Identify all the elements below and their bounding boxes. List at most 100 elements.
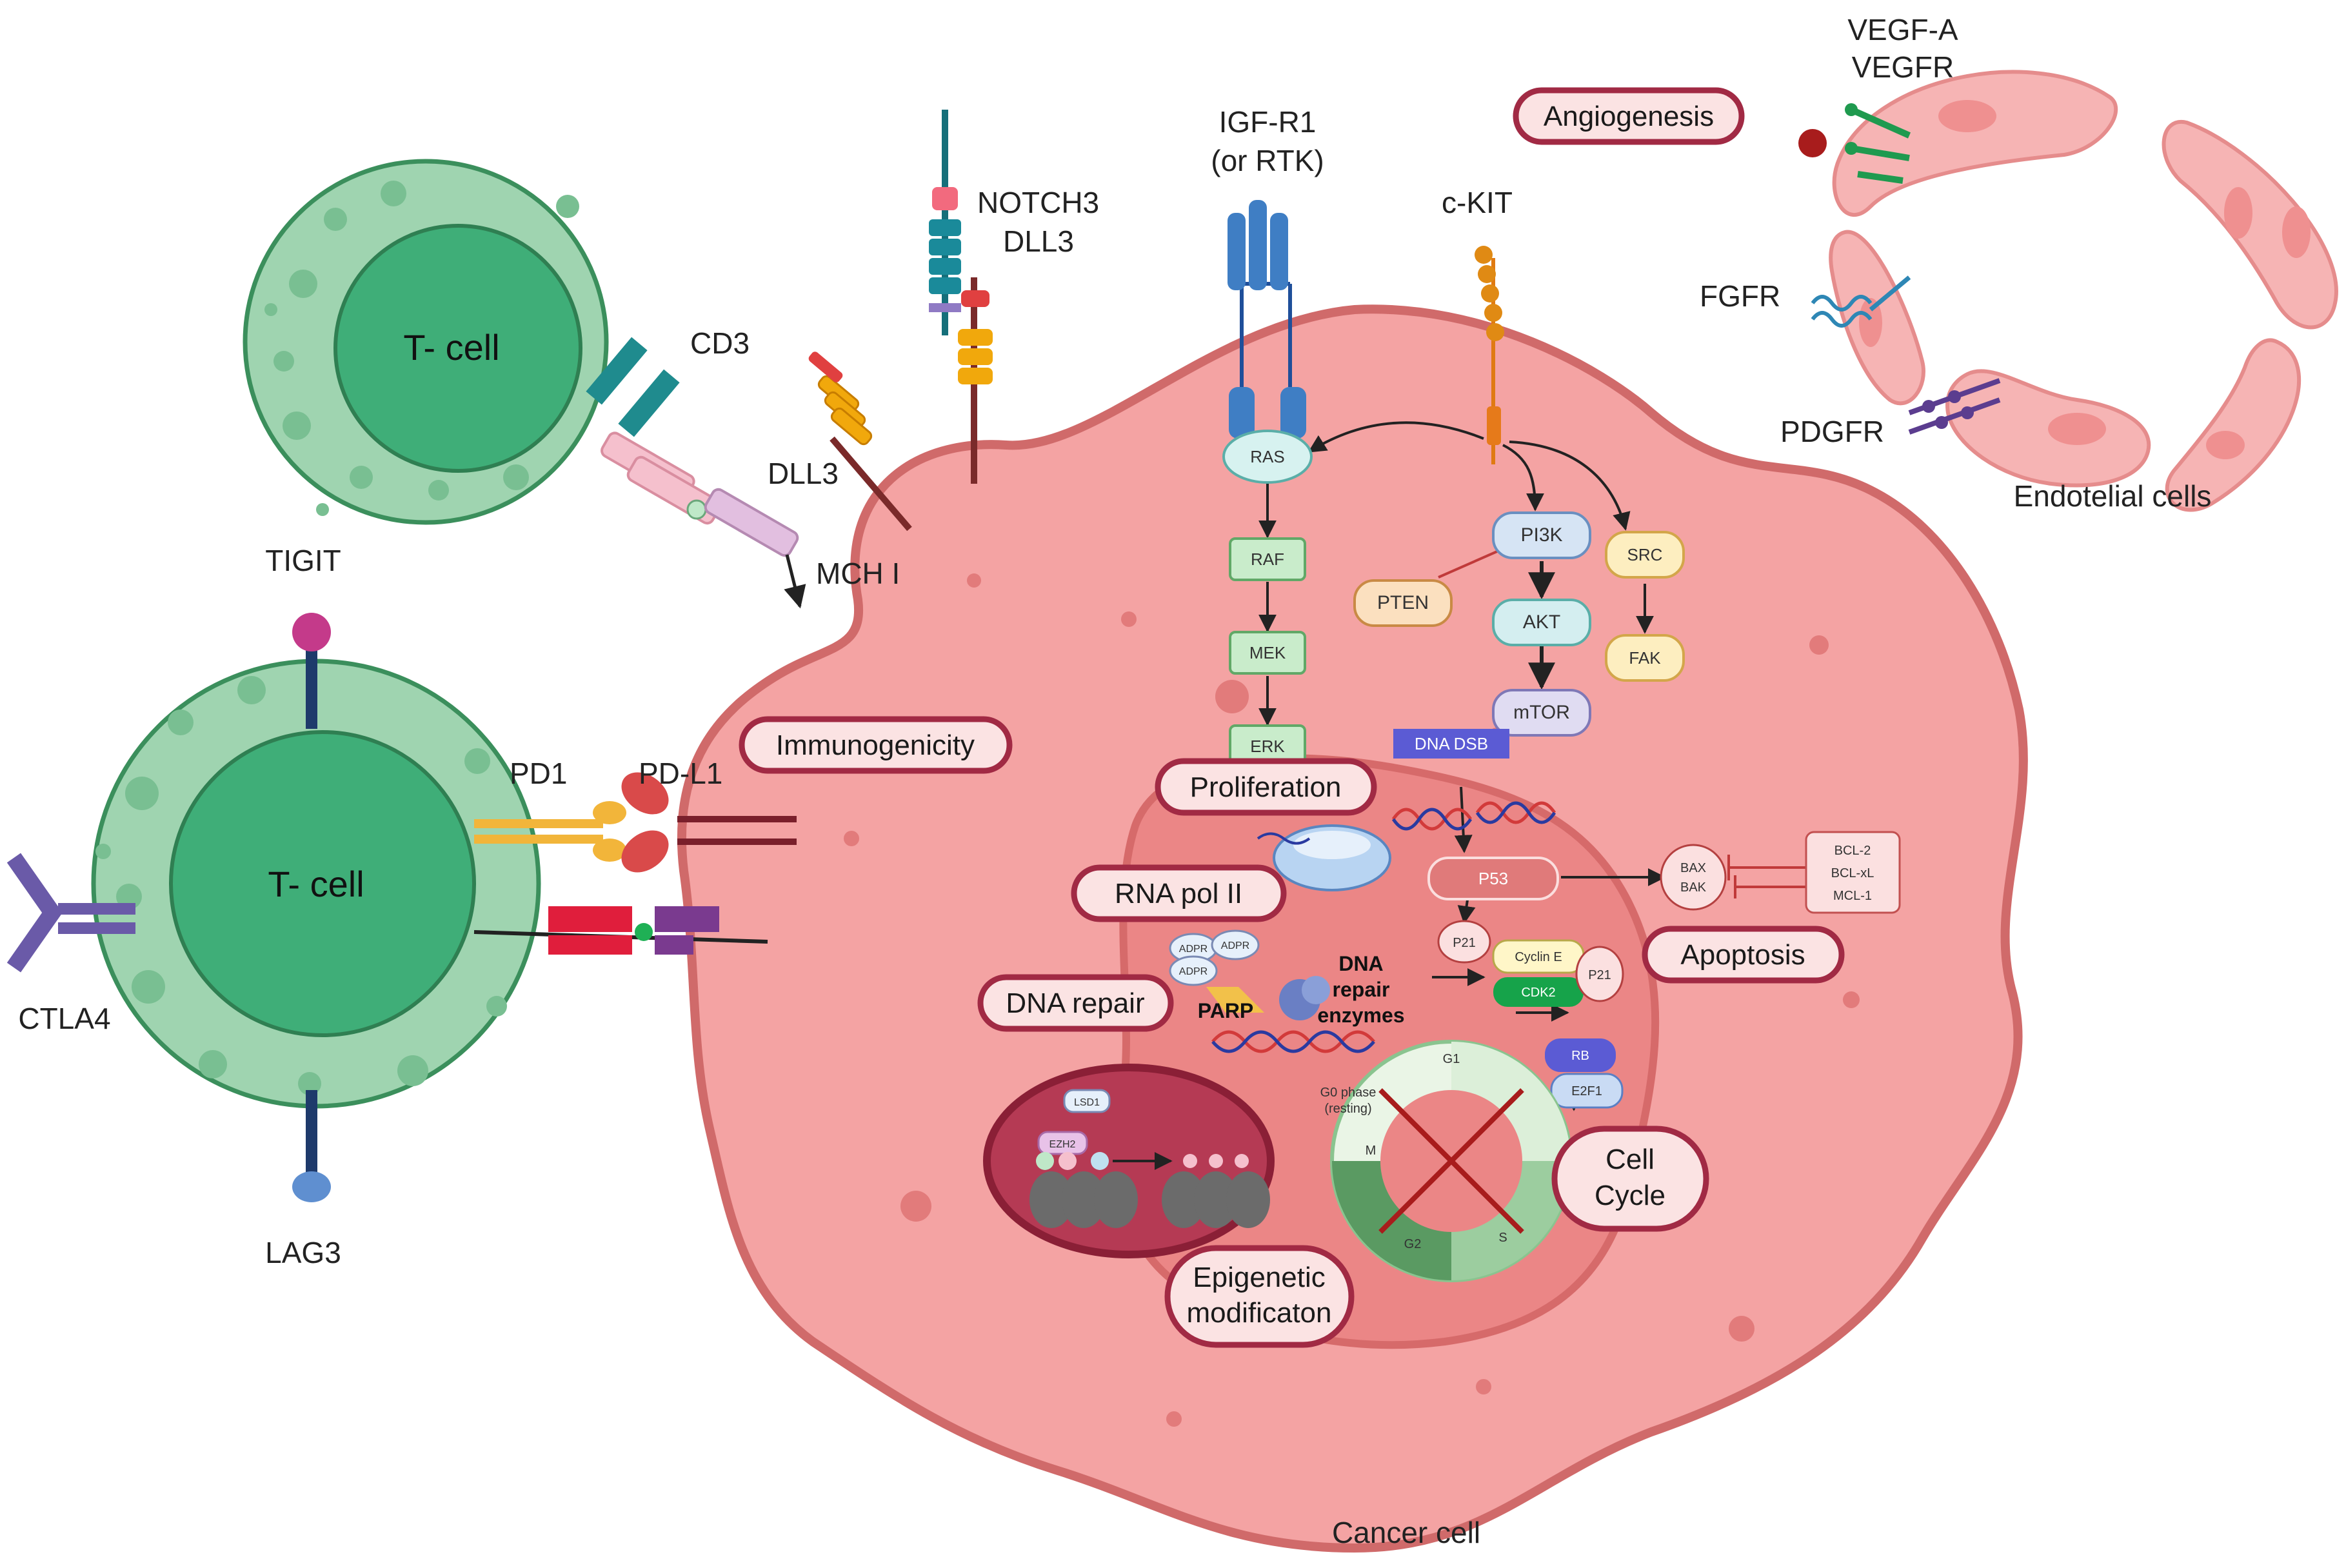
pathway-node-shapes	[1222, 430, 1901, 1109]
enzymes-label-line2: repair	[1333, 978, 1390, 1001]
proliferation-label: Proliferation	[1190, 771, 1342, 803]
g0-label-line1: G0 phase	[1320, 1086, 1377, 1100]
enzymes-label-line1: DNA	[1338, 952, 1383, 975]
lsd1-label: LSD1	[1074, 1097, 1100, 1108]
pdgfr-receptor-icon	[1908, 378, 2001, 435]
rna-pol-label: RNA pol II	[1115, 878, 1242, 909]
pd1-receptor-icon	[474, 801, 626, 862]
ckit-receptor-icon	[1475, 246, 1504, 464]
notch3-receptor-icon	[929, 110, 961, 335]
t-cell-top: T- cell	[243, 159, 609, 525]
notch3-label: NOTCH3	[977, 186, 1099, 219]
fgfr-label: FGFR	[1700, 279, 1780, 313]
enzymes-label-line3: enzymes	[1317, 1004, 1404, 1027]
e2f1-label: E2F1	[1571, 1084, 1602, 1098]
pdl1-label: PD-L1	[639, 757, 722, 790]
endothelial-cells-label: Endotelial cells	[2014, 479, 2212, 513]
dna-repair-labels: PARP DNA repair enzymes	[1198, 952, 1405, 1027]
mek-label: MEK	[1249, 643, 1286, 662]
adpr-1-label: ADPR	[1179, 944, 1208, 955]
cancer-cell-label: Cancer cell	[1332, 1516, 1480, 1549]
cd3-label: CD3	[690, 326, 750, 360]
lag3-label: LAG3	[265, 1236, 341, 1269]
mcl1-label: MCL-1	[1833, 889, 1872, 903]
cell-cycle-label-line2: Cycle	[1595, 1180, 1665, 1211]
igfr1-receptor-icon	[1228, 200, 1306, 439]
dna-dsb-label: DNA DSB	[1415, 734, 1488, 753]
cell-cycle-label-line1: Cell	[1605, 1144, 1655, 1175]
t-cell-top-label: T- cell	[403, 327, 499, 368]
fak-label: FAK	[1629, 648, 1661, 668]
g2-label: G2	[1404, 1237, 1422, 1251]
parp-adpr-icon	[1169, 929, 1330, 1020]
akt-label: AKT	[1523, 611, 1560, 633]
dll3-top-label: DLL3	[1003, 224, 1074, 258]
process-pill-shapes	[739, 87, 1845, 1348]
igfr1-label-line1: IGF-R1	[1219, 105, 1317, 139]
bcl2-label: BCL-2	[1834, 844, 1871, 858]
bax-label: BAX	[1680, 861, 1706, 875]
tigit-label: TIGIT	[265, 544, 341, 577]
pdgfr-label: PDGFR	[1780, 415, 1884, 448]
tigit-receptor-icon	[292, 613, 331, 729]
p21-a-label: P21	[1453, 936, 1476, 950]
p53-label: P53	[1478, 869, 1508, 888]
epigenetic-label-line1: Epigenetic	[1193, 1262, 1325, 1293]
pi3k-label: PI3K	[1520, 524, 1562, 546]
rna-pol-icon	[1257, 824, 1391, 891]
adpr-3-label: ADPR	[1179, 966, 1208, 977]
cytoplasm-dots	[844, 573, 1860, 1427]
angiogenesis-label: Angiogenesis	[1544, 101, 1714, 132]
receptor-labels: CD3 TIGIT CTLA4 LAG3 PD1 PD-L1 MCH I DLL…	[18, 13, 1958, 1269]
vegf-ligand-icon	[1798, 103, 1911, 184]
p21-b-label: P21	[1588, 968, 1611, 982]
cyclin-e-label: Cyclin E	[1515, 950, 1562, 964]
cdk2-label: CDK2	[1521, 986, 1555, 1000]
g1-label: G1	[1443, 1052, 1460, 1066]
bclxl-label: BCL-xL	[1831, 866, 1874, 880]
mtor-label: mTOR	[1513, 702, 1570, 723]
epigenetic-label-line2: modificaton	[1186, 1297, 1331, 1329]
ctla4-antibody-icon	[6, 853, 135, 973]
epigenetic-compartment	[983, 1064, 1275, 1258]
m-label: M	[1366, 1144, 1377, 1158]
ckit-label: c-KIT	[1442, 186, 1513, 219]
immunogenicity-label: Immunogenicity	[776, 729, 975, 761]
process-labels: Angiogenesis Immunogenicity Proliferatio…	[776, 101, 1805, 1329]
ctla4-label: CTLA4	[18, 1002, 110, 1035]
s-label: S	[1498, 1231, 1507, 1245]
raf-label: RAF	[1251, 550, 1284, 569]
apoptosis-label: Apoptosis	[1680, 939, 1805, 971]
ezh2-label: EZH2	[1049, 1139, 1076, 1150]
lag3-receptor-icon	[292, 1090, 331, 1202]
dll3-left-label: DLL3	[768, 457, 839, 490]
checkpoint-complex-icon	[473, 906, 768, 955]
src-label: SRC	[1627, 545, 1663, 564]
t-cell-bottom-label: T- cell	[268, 864, 364, 904]
dna-dsb-strands	[1391, 801, 1556, 831]
cycle-phase-labels: G1 G0 phase (resting) M S G2	[1320, 1052, 1507, 1251]
igfr1-label-line2: (or RTK)	[1211, 144, 1324, 177]
dna-repair-strand	[1211, 1030, 1375, 1053]
pdl1-ligand-icon	[621, 772, 797, 873]
dna-repair-label: DNA repair	[1006, 987, 1144, 1019]
ras-label: RAS	[1250, 447, 1284, 466]
erk-label: ERK	[1250, 737, 1285, 756]
cell-name-labels: Cancer cell Endotelial cells	[1332, 479, 2211, 1549]
cell-cycle-ring	[1330, 1040, 1573, 1282]
vegfa-label: VEGF-A	[1847, 13, 1958, 46]
dll3-top-ligand-icon	[958, 277, 993, 484]
vegfr-label: VEGFR	[1852, 50, 1954, 84]
cd3-receptor-icon	[586, 337, 680, 437]
tcr-mhc-complex-icon	[601, 432, 806, 609]
pathway-node-labels: RAS RAF MEK ERK PI3K AKT mTOR PTEN SRC F…	[1049, 447, 1874, 1150]
rb-label: RB	[1571, 1049, 1589, 1063]
adpr-2-label: ADPR	[1221, 940, 1249, 951]
dll3-left-ligand-icon	[808, 352, 912, 531]
g0-label-line2: (resting)	[1324, 1102, 1371, 1116]
parp-label: PARP	[1198, 999, 1254, 1022]
pten-label: PTEN	[1377, 592, 1429, 613]
fgfr-receptor-icon	[1811, 275, 1911, 328]
